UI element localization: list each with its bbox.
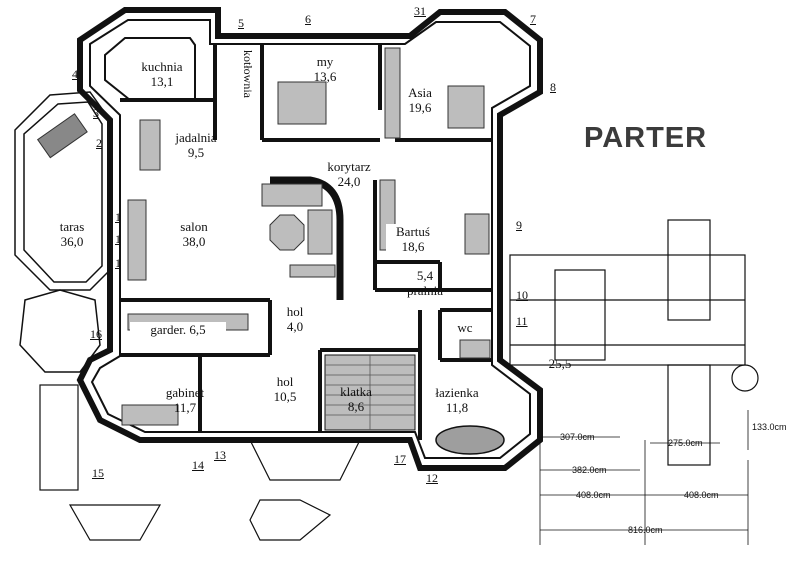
dimension-label: 133.0cm (752, 422, 787, 432)
outer-wall (76, 7, 543, 471)
window-number: 1 (115, 232, 121, 246)
window-number: 11 (516, 314, 528, 328)
dimension-label: 307.0cm (560, 432, 595, 442)
window-number: 9 (516, 218, 522, 232)
dimension-label: 408.0cm (576, 490, 611, 500)
window-number: 7 (530, 12, 536, 26)
bathtub (435, 425, 505, 455)
desk-gabinet (121, 404, 179, 426)
dimension-label: 816.0cm (628, 525, 663, 535)
window-number: 4 (72, 67, 78, 81)
corridor-wall (270, 176, 344, 300)
sofa (261, 183, 323, 207)
dimension-label: 275.0cm (668, 438, 703, 448)
staircase (324, 354, 416, 431)
window-number: 2 (96, 136, 102, 150)
window-number: 16 (90, 327, 102, 341)
window-number: 17 (394, 452, 406, 466)
window-number: 31 (414, 4, 426, 18)
window-number: 12 (426, 471, 438, 485)
window-number: 8 (550, 80, 556, 94)
bed-my (277, 81, 327, 125)
plan-title: PARTER (584, 122, 708, 154)
dimension-lines (539, 410, 749, 545)
salon-table (127, 199, 147, 281)
room-garderoba: garder. 6,5 (130, 322, 226, 337)
room-wc: wc (457, 320, 473, 335)
terrace (14, 91, 111, 291)
terrace-lower (19, 289, 101, 373)
window-number: 6 (305, 12, 311, 26)
window-number: 1 (115, 210, 121, 224)
window-number: 10 (516, 288, 528, 302)
carport (39, 219, 759, 491)
window-number: 3 (93, 106, 99, 120)
terrace-table (36, 113, 88, 159)
round-table (269, 214, 305, 251)
bed-bartus (464, 213, 490, 255)
dining-table (139, 119, 161, 171)
room-kotlownia: kotłownia (241, 50, 255, 98)
window-number: 1 (115, 256, 121, 270)
window-number: 15 (92, 466, 104, 480)
window-number: 14 (192, 458, 204, 472)
room-carport: 25,5 (548, 356, 572, 371)
dimension-label: 382.0cm (572, 465, 607, 475)
kitchen-bay (104, 37, 196, 101)
outer-wall-inner (89, 19, 531, 459)
bed-asia (447, 85, 485, 129)
window-number: 13 (214, 448, 226, 462)
dimension-label: 408.0cm (684, 490, 719, 500)
window-number: 5 (238, 16, 244, 30)
sofa-side (307, 209, 333, 255)
